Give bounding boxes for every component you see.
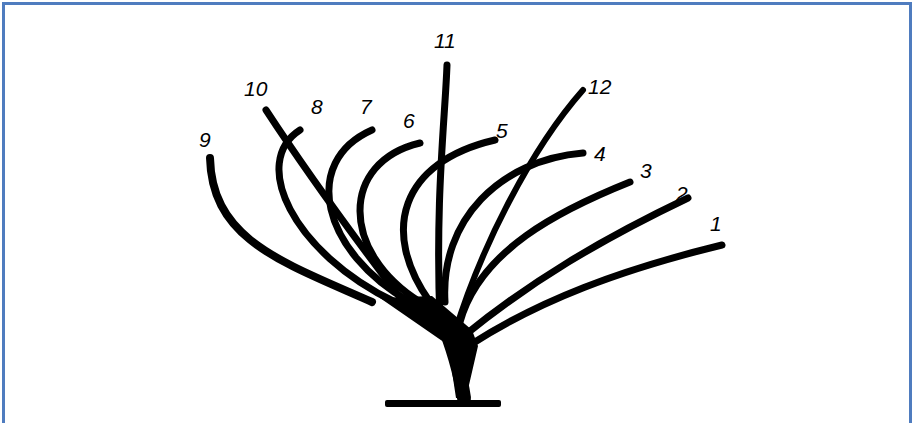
callout-number: 11 bbox=[434, 30, 456, 51]
callout-number: 2 bbox=[676, 183, 688, 204]
callout-number: 7 bbox=[360, 96, 372, 117]
callout-number: 5 bbox=[496, 120, 508, 141]
callout-number: 6 bbox=[403, 110, 415, 131]
callout-number: 12 bbox=[588, 76, 611, 97]
callout-number: 4 bbox=[594, 143, 606, 164]
callout-number: 10 bbox=[244, 78, 267, 99]
callout-number: 9 bbox=[199, 129, 211, 150]
callout-number: 1 bbox=[710, 213, 722, 234]
callout-number: 8 bbox=[311, 96, 323, 117]
callout-number: 3 bbox=[640, 160, 652, 181]
